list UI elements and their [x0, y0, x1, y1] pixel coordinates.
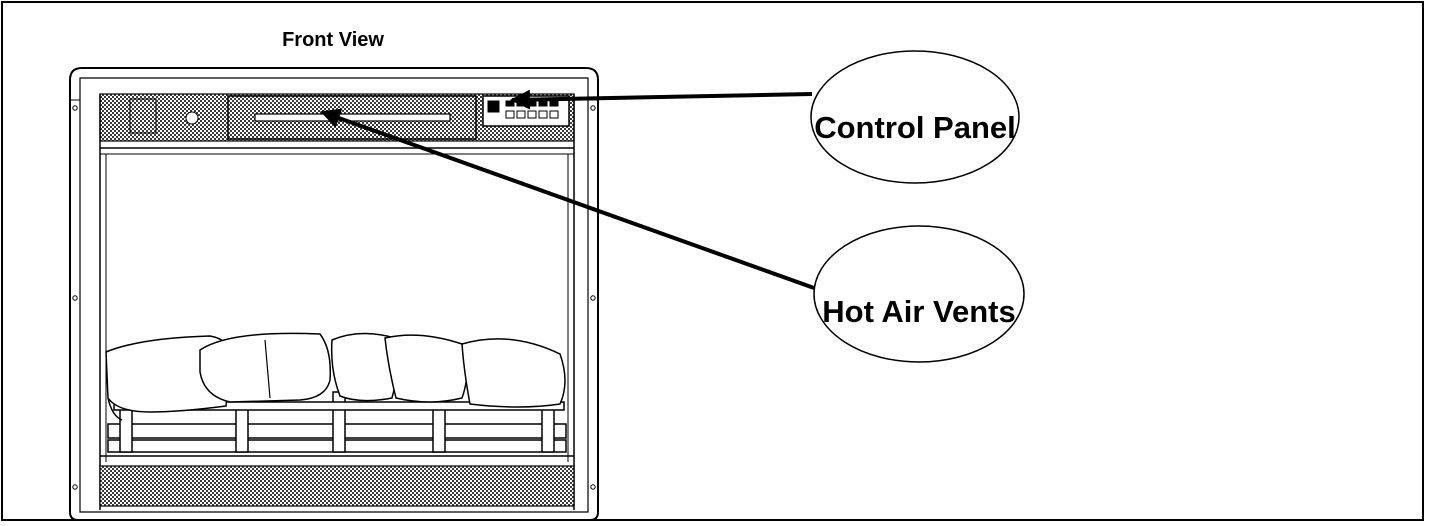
callout-control-panel: Control Panel: [810, 50, 1020, 184]
view-title: Front View: [282, 29, 384, 51]
callout-label-hot-air-vents: Hot Air Vents: [822, 294, 1016, 329]
arrow-icon: [320, 108, 815, 290]
callout-label-control-panel: Control Panel: [814, 110, 1016, 145]
callout-hot-air-vents: Hot Air Vents: [813, 225, 1025, 363]
log-set: [105, 332, 567, 453]
arrow-icon: [510, 89, 813, 110]
